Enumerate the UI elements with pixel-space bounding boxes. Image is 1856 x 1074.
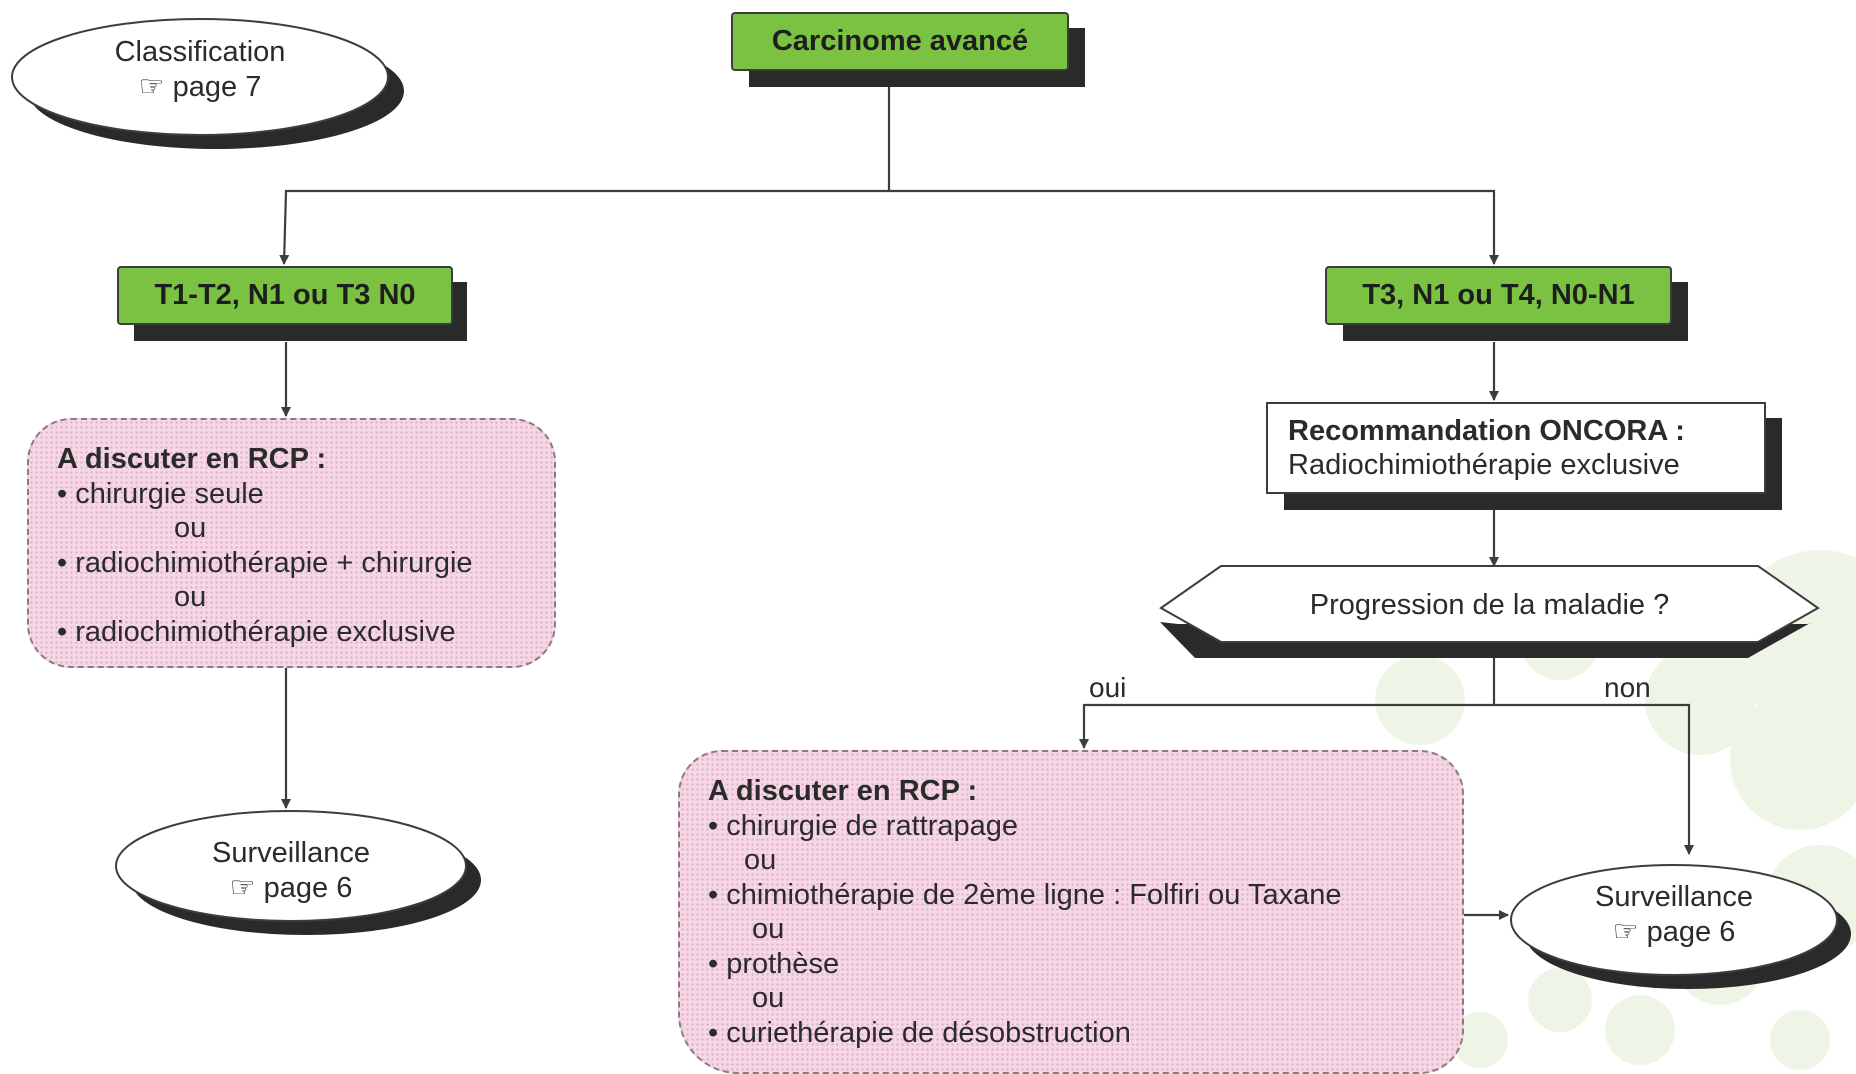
left-surveillance-link[interactable]: Surveillance ☞ page 6: [141, 836, 441, 906]
right-surveillance-page-ref: ☞ page 6: [1612, 916, 1736, 948]
left-branch-node: T1-T2, N1 ou T3 N0: [117, 266, 453, 325]
right-surveillance-ellipse: [1510, 864, 1838, 976]
right-rcp-title: A discuter en RCP :: [708, 775, 978, 807]
left-surveillance-page-ref: ☞ page 6: [229, 872, 353, 904]
left-rcp-item: • radiochimiothérapie exclusive: [57, 615, 456, 648]
decision-question: Progression de la maladie ?: [1309, 589, 1670, 621]
arrow-to-left-branch: [279, 189, 889, 265]
arrow-oui: [1079, 703, 1494, 749]
recommendation-text: Radiochimiothérapie exclusive: [1288, 449, 1680, 481]
recommendation-title: Recommandation ONCORA :: [1288, 415, 1685, 447]
left-surveillance-ellipse: [115, 810, 467, 922]
right-rcp-or: ou: [744, 844, 777, 876]
right-branch-label: T3, N1 ou T4, N0-N1: [1362, 279, 1635, 311]
decision-hexagon: [1159, 565, 1820, 643]
top-node-label: Carcinome avancé: [771, 25, 1029, 57]
right-rcp-or: ou: [752, 982, 785, 1014]
right-branch-node: T3, N1 ou T4, N0-N1: [1325, 266, 1672, 325]
right-rcp-item: • curiethérapie de désobstruction: [708, 1016, 1131, 1049]
right-rcp-item: • chimiothérapie de 2ème ligne : Folfiri…: [708, 878, 1342, 911]
right-rcp-or: ou: [752, 913, 785, 945]
right-surveillance-link[interactable]: Surveillance ☞ page 6: [1524, 880, 1824, 950]
right-rcp-item: • chirurgie de rattrapage: [708, 809, 1018, 842]
right-rcp-item: • prothèse: [708, 947, 840, 980]
left-rcp-title: A discuter en RCP :: [57, 443, 327, 475]
decision-no-label: non: [1604, 672, 1651, 703]
top-node-carcinome: Carcinome avancé: [731, 12, 1069, 71]
left-rcp-box: A discuter en RCP : • chirurgie seule ou…: [27, 418, 556, 668]
left-surveillance-title: Surveillance: [212, 837, 370, 869]
left-rcp-item: • chirurgie seule: [57, 477, 264, 510]
recommendation-box: Recommandation ONCORA : Radiochimiothéra…: [1266, 402, 1766, 494]
left-rcp-or: ou: [174, 512, 207, 544]
classification-ellipse: [11, 18, 389, 136]
classification-link[interactable]: Classification ☞ page 7: [40, 35, 360, 105]
left-rcp-item: • radiochimiothérapie + chirurgie: [57, 546, 473, 579]
arrow-to-right-branch: [889, 189, 1499, 265]
right-surveillance-title: Surveillance: [1595, 881, 1753, 913]
classification-title: Classification: [114, 36, 286, 68]
decision-yes-label: oui: [1089, 672, 1127, 703]
left-branch-label: T1-T2, N1 ou T3 N0: [154, 279, 416, 311]
arrow-non: [1494, 703, 1694, 855]
classification-page-ref: ☞ page 7: [138, 71, 262, 103]
right-rcp-box: A discuter en RCP : • chirurgie de rattr…: [678, 750, 1464, 1074]
left-rcp-or: ou: [174, 581, 207, 613]
